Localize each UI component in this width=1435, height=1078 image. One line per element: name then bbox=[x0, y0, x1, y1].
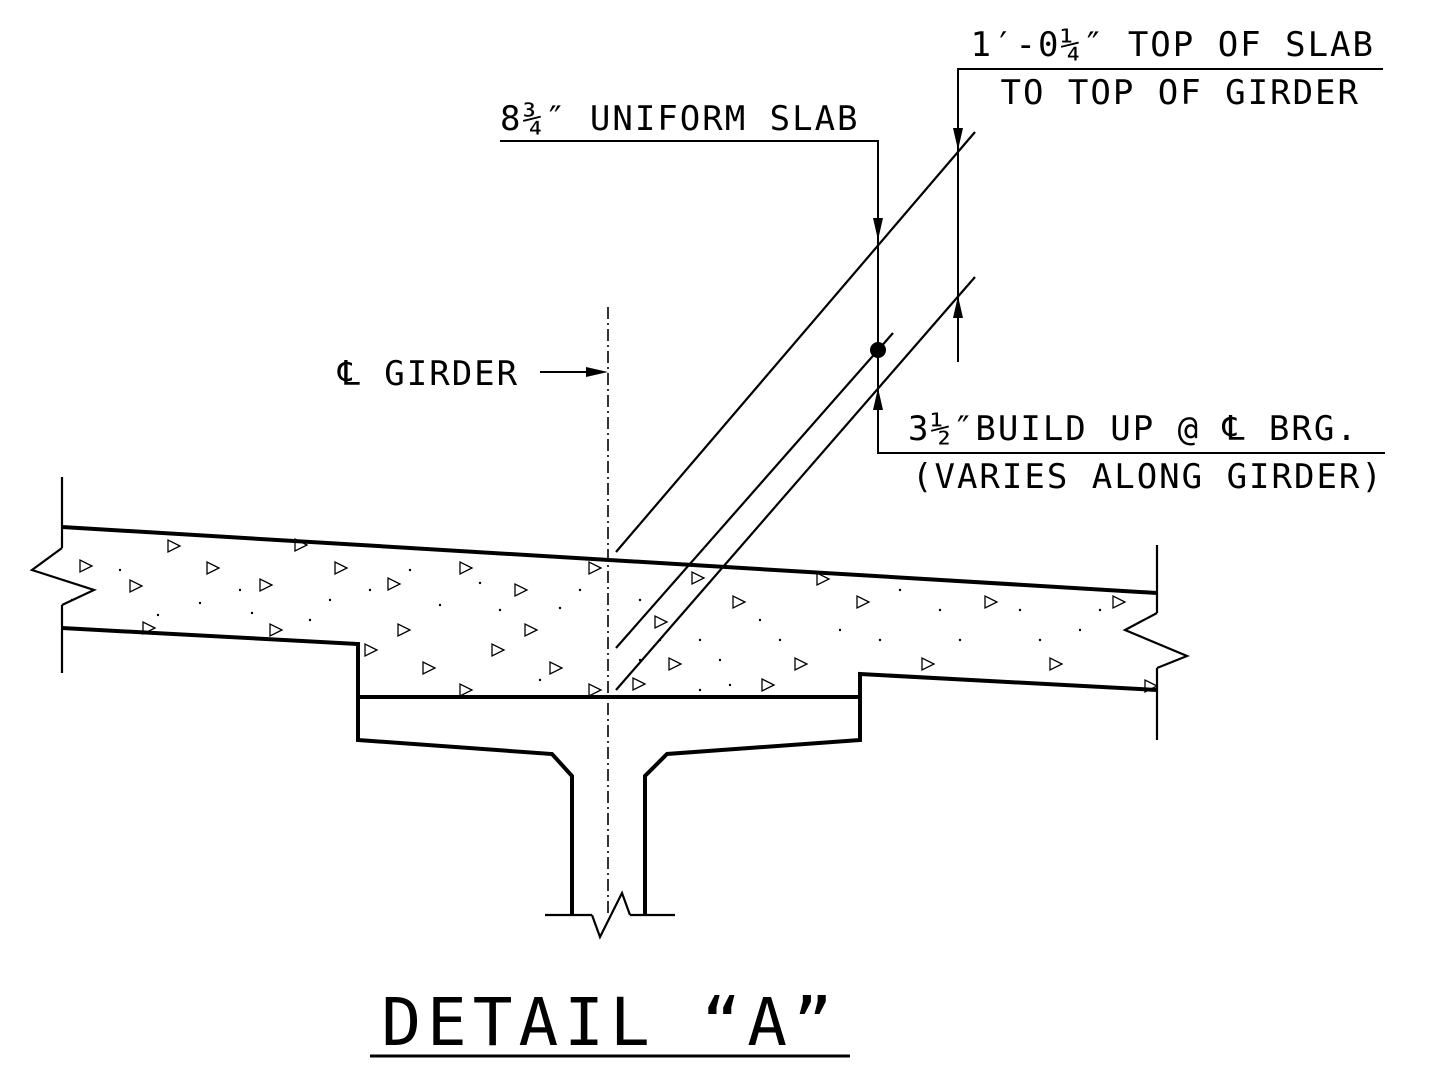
aggregate-dot bbox=[198, 601, 202, 605]
girder-left-flange bbox=[356, 697, 574, 915]
aggregate-mark bbox=[397, 622, 412, 638]
left-break-line-icon bbox=[29, 477, 97, 673]
aggregate-mark bbox=[654, 614, 669, 630]
aggregate-mark bbox=[761, 677, 776, 693]
aggregate-dot bbox=[558, 606, 562, 610]
detail-title: DETAIL “A” bbox=[381, 984, 838, 1061]
aggregate-mark bbox=[259, 577, 274, 593]
slab-bottom-left bbox=[61, 626, 360, 697]
aggregate-mark bbox=[129, 578, 144, 594]
aggregate-mark bbox=[79, 558, 94, 574]
girder-right-flange bbox=[643, 697, 862, 915]
aggregate-dot bbox=[898, 588, 902, 592]
top-of-girder-skew-line bbox=[615, 276, 976, 691]
girder bbox=[356, 695, 862, 940]
arrowhead-icon bbox=[953, 128, 963, 150]
aggregate-mark bbox=[142, 620, 157, 636]
aggregate-dot bbox=[498, 608, 502, 612]
aggregate-dot bbox=[368, 588, 372, 592]
aggregate-dot bbox=[538, 678, 542, 682]
aggregate-dot bbox=[1018, 608, 1022, 612]
aggregate-mark bbox=[984, 594, 999, 610]
aggregate-dot bbox=[778, 638, 782, 642]
slab-bottom-right bbox=[858, 671, 1158, 697]
aggregate-mark bbox=[387, 576, 402, 592]
aggregate-mark bbox=[1112, 594, 1127, 610]
aggregate-dot bbox=[1098, 608, 1102, 612]
aggregate-mark bbox=[422, 660, 437, 676]
aggregate-mark bbox=[206, 560, 221, 576]
aggregate-dot bbox=[638, 598, 642, 602]
aggregate-mark bbox=[334, 560, 349, 576]
aggregate-dot bbox=[938, 608, 942, 612]
aggregate-mark bbox=[269, 622, 284, 638]
cl-girder-label: ℄ GIRDER bbox=[337, 354, 519, 394]
girder-break-line-icon bbox=[545, 890, 675, 940]
aggregate-dot bbox=[578, 588, 582, 592]
aggregate-mark bbox=[794, 656, 809, 672]
uniform-slab-leader bbox=[500, 140, 1385, 454]
aggregate-dot bbox=[238, 588, 242, 592]
aggregate-dot bbox=[728, 683, 732, 687]
section-skew-lines bbox=[615, 131, 976, 691]
bearing-point-dot bbox=[870, 342, 886, 358]
aggregate-mark bbox=[816, 571, 831, 587]
right-break-line-icon bbox=[1122, 545, 1190, 740]
aggregate-mark bbox=[632, 676, 647, 692]
aggregate-mark bbox=[167, 538, 182, 554]
aggregate-dot bbox=[250, 611, 254, 615]
build-up-label-line1: 3½″BUILD UP @ ℄ BRG. bbox=[908, 409, 1359, 449]
top-slab-dim-line1: 1′-0¼″ TOP OF SLAB bbox=[971, 25, 1375, 65]
aggregate-dot bbox=[156, 613, 160, 617]
aggregate-dot bbox=[478, 581, 482, 585]
deck-slab bbox=[29, 477, 1190, 740]
aggregate-mark bbox=[691, 570, 706, 586]
slab-top-line bbox=[61, 525, 1158, 595]
arrowhead-icon bbox=[586, 367, 608, 377]
aggregate-dot bbox=[438, 603, 442, 607]
aggregate-mark bbox=[1144, 678, 1159, 694]
aggregate-mark bbox=[588, 560, 603, 576]
aggregate-dot bbox=[118, 568, 122, 572]
arrowhead-icon bbox=[873, 218, 883, 240]
aggregate-dot bbox=[758, 618, 762, 622]
aggregate-dot bbox=[1038, 638, 1042, 642]
aggregate-dot bbox=[70, 598, 74, 602]
aggregate-mark bbox=[364, 642, 379, 658]
bottom-of-slab-skew-line bbox=[615, 332, 894, 649]
aggregate-mark bbox=[856, 594, 871, 610]
aggregate-dot bbox=[718, 658, 722, 662]
aggregate-mark bbox=[732, 594, 747, 610]
aggregate-mark bbox=[459, 560, 474, 576]
aggregate-mark bbox=[1049, 656, 1064, 672]
aggregate-mark bbox=[524, 622, 539, 638]
arrowhead-icon bbox=[873, 388, 883, 410]
overall-depth-dimension bbox=[953, 68, 1383, 362]
aggregate-dot bbox=[698, 688, 702, 692]
aggregate-dot bbox=[328, 598, 332, 602]
top-of-slab-skew-line bbox=[615, 131, 976, 553]
concrete-aggregate-hatch bbox=[70, 537, 1159, 698]
arrowhead-icon bbox=[953, 296, 963, 318]
aggregate-mark bbox=[549, 660, 564, 676]
aggregate-dot bbox=[408, 568, 412, 572]
aggregate-dot bbox=[838, 628, 842, 632]
aggregate-mark bbox=[294, 537, 309, 553]
aggregate-mark bbox=[921, 656, 936, 672]
aggregate-dot bbox=[698, 638, 702, 642]
aggregate-mark bbox=[588, 682, 603, 698]
top-slab-dim-line2: TO TOP OF GIRDER bbox=[1000, 73, 1360, 113]
cl-girder-leader bbox=[540, 367, 608, 377]
aggregate-mark bbox=[668, 656, 683, 672]
build-up-label-line2: (VARIES ALONG GIRDER) bbox=[912, 457, 1384, 497]
aggregate-mark bbox=[514, 582, 529, 598]
aggregate-dot bbox=[308, 618, 312, 622]
aggregate-dot bbox=[878, 638, 882, 642]
aggregate-mark bbox=[491, 642, 506, 658]
aggregate-dot bbox=[958, 638, 962, 642]
aggregate-mark bbox=[459, 682, 474, 698]
aggregate-dot bbox=[1078, 628, 1082, 632]
uniform-slab-label: 8¾″ UNIFORM SLAB bbox=[500, 99, 860, 139]
